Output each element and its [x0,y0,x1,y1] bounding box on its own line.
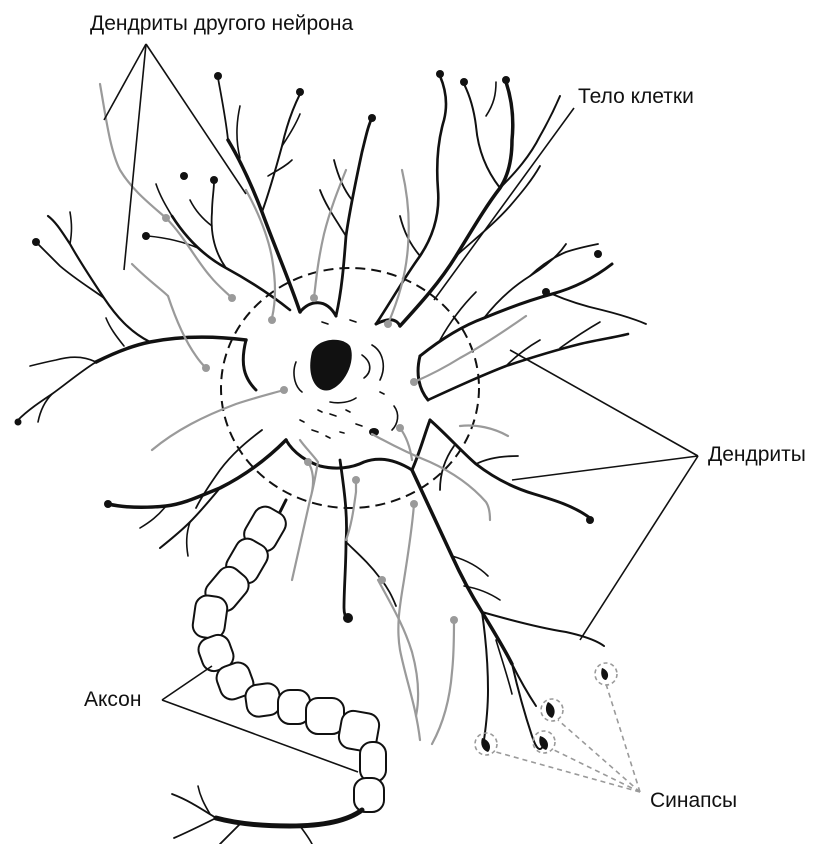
label-other-neuron-dendrites: Дендриты другого нейрона [90,12,353,35]
dendrites [15,70,647,749]
label-dendrites: Дендриты [708,443,806,466]
label-cell-body: Тело клетки [578,85,694,108]
synapses [475,663,617,755]
nucleus [310,340,352,391]
other-neuron-dendrites [100,84,526,744]
cell-body [221,268,479,508]
label-axon: Аксон [84,688,141,711]
label-synapses: Синапсы [650,789,737,812]
cell-body-boundary [221,268,479,508]
leader-lines [104,44,698,792]
organelles [294,320,398,438]
